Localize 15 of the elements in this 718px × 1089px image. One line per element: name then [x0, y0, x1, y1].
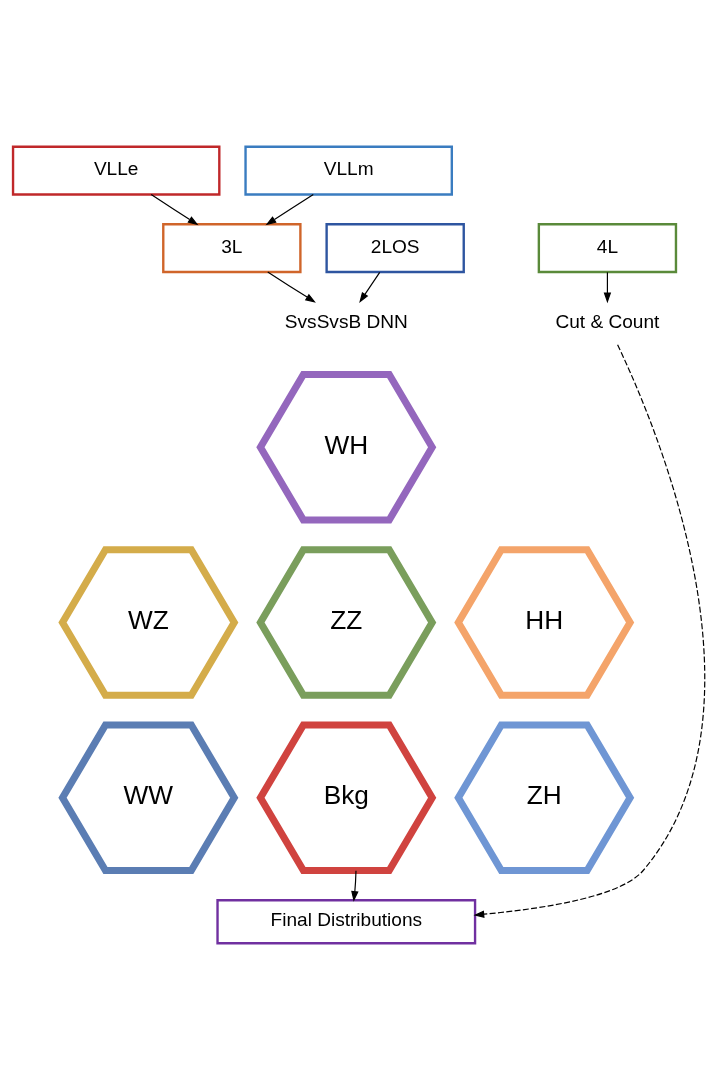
arrow	[473, 343, 706, 918]
node-box: VLLm	[244, 145, 453, 196]
node-box: 2LOS	[325, 222, 465, 273]
node-text: SvsSvsB DNN	[284, 310, 408, 332]
arrow	[267, 271, 316, 303]
arrow	[359, 271, 381, 303]
arrow	[265, 193, 314, 225]
node-box: 4L	[537, 222, 678, 273]
arrow	[150, 193, 199, 225]
node-box: VLLe	[11, 145, 221, 196]
node-box: 3L	[162, 222, 302, 273]
arrow	[351, 869, 359, 902]
node-text: Cut & Count	[555, 310, 660, 332]
arrow	[603, 271, 612, 303]
node-box: Final Distributions	[216, 898, 477, 944]
